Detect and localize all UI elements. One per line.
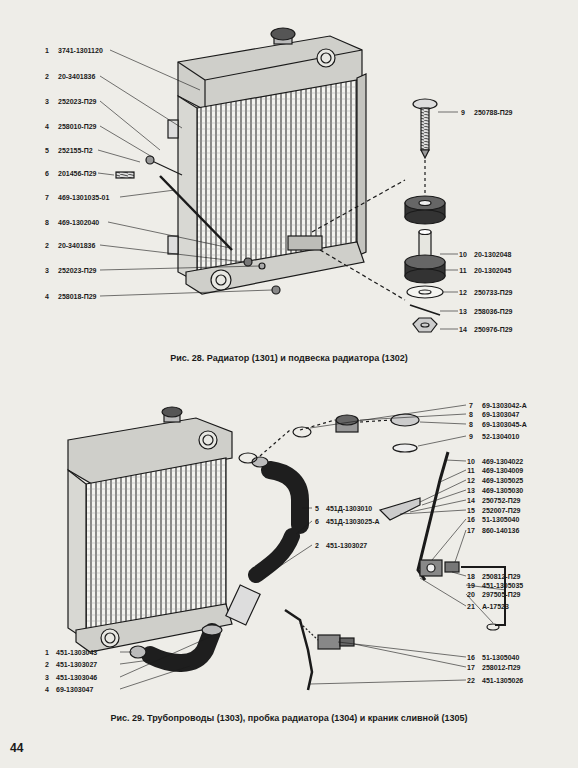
part-number: 250976-П29 (474, 326, 513, 333)
figure-caption: Рис. 29. Трубопроводы (1303), пробка рад… (110, 714, 467, 723)
part-number: 258018-П29 (58, 293, 97, 300)
part-number: 451-1305035 (482, 582, 523, 589)
part-number: 469-1302040 (58, 219, 99, 226)
part-number: 69-1303047 (56, 686, 93, 693)
part-number: 20-3401836 (58, 73, 95, 80)
part-number: 469-1305025 (482, 477, 523, 484)
part-number: 250812-П29 (482, 573, 521, 580)
callout-number: 1 (45, 47, 49, 54)
callout-number: 4 (45, 686, 49, 693)
part-number: 451-1303027 (56, 661, 97, 668)
callout-number: 16 (467, 654, 475, 661)
callout-number: 8 (469, 421, 473, 428)
part-number: 250733-П29 (474, 289, 513, 296)
callout-number: 8 (45, 219, 49, 226)
callout-number: 21 (467, 603, 475, 610)
part-number: 252155-П2 (58, 147, 93, 154)
part-number: 258012-П29 (482, 664, 521, 671)
callout-number: 14 (459, 326, 467, 333)
callout-number: 7 (469, 402, 473, 409)
part-number: 469-1301035-01 (58, 194, 109, 201)
part-number: 860-140136 (482, 527, 519, 534)
callout-number: 14 (467, 497, 475, 504)
callout-number: 6 (45, 170, 49, 177)
callout-number: 19 (467, 582, 475, 589)
part-number: 252007-П29 (482, 507, 521, 514)
part-number: 69-1303047 (482, 411, 519, 418)
callout-number: 9 (469, 433, 473, 440)
callout-number: 11 (459, 267, 466, 274)
callout-number: 17 (467, 664, 475, 671)
part-number: 469-1305030 (482, 487, 523, 494)
callout-number: 3 (45, 674, 49, 681)
callout-number: 1 (45, 649, 49, 656)
callout-number: 20 (467, 591, 475, 598)
part-number: 20-1302045 (474, 267, 511, 274)
part-number: 451-1303027 (326, 542, 367, 549)
callout-number: 9 (461, 109, 465, 116)
part-number: 69-1303042-А (482, 402, 527, 409)
part-number: 250788-П29 (474, 109, 513, 116)
callout-number: 3 (45, 98, 49, 105)
part-number: 52-1304010 (482, 433, 519, 440)
part-number: 250752-П29 (482, 497, 521, 504)
part-number: 451-1303043 (56, 649, 97, 656)
part-number: 20-3401836 (58, 242, 95, 249)
part-number: 258036-П29 (474, 308, 513, 315)
callout-number: 10 (459, 251, 467, 258)
callout-number: 12 (467, 477, 475, 484)
callout-number: 13 (467, 487, 475, 494)
figure-caption: Рис. 28. Радиатор (1301) и подвеска ради… (170, 354, 407, 363)
part-number: 252023-П29 (58, 98, 97, 105)
part-number: 51-1305040 (482, 516, 519, 523)
callout-number: 4 (45, 123, 49, 130)
part-number: 451Д-1303010 (326, 505, 372, 512)
part-number: 201456-П29 (58, 170, 97, 177)
callout-number: 2 (45, 242, 49, 249)
part-number: 51-1305040 (482, 654, 519, 661)
callout-number: 3 (45, 267, 49, 274)
callout-number: 18 (467, 573, 475, 580)
callout-number: 22 (467, 677, 475, 684)
callout-number: 17 (467, 527, 475, 534)
callout-number: 5 (45, 147, 49, 154)
callout-number: 2 (315, 542, 319, 549)
callout-number: 10 (467, 458, 475, 465)
callout-number: 13 (459, 308, 467, 315)
callout-number: 6 (315, 518, 319, 525)
callout-number: 12 (459, 289, 467, 296)
callout-number: 4 (45, 293, 49, 300)
part-number: 20-1302048 (474, 251, 511, 258)
part-number: 451-1305026 (482, 677, 523, 684)
part-number: 252023-П29 (58, 267, 97, 274)
part-number: 451Д-1303025-А (326, 518, 380, 525)
part-number: 451-1303046 (56, 674, 97, 681)
callout-number: 11 (467, 467, 474, 474)
callout-number: 16 (467, 516, 475, 523)
part-number: 3741-1301120 (58, 47, 103, 54)
part-number: 469-1304022 (482, 458, 523, 465)
callout-number: 15 (467, 507, 475, 514)
part-number: 258010-П29 (58, 123, 97, 130)
callout-number: 2 (45, 73, 49, 80)
part-number: А-17523 (482, 603, 509, 610)
callout-number: 2 (45, 661, 49, 668)
part-number: 69-1303045-А (482, 421, 527, 428)
part-number: 297505-П29 (482, 591, 521, 598)
callout-number: 8 (469, 411, 473, 418)
part-number: 469-1304009 (482, 467, 523, 474)
callout-number: 7 (45, 194, 49, 201)
callout-number: 5 (315, 505, 319, 512)
page-number: 44 (10, 742, 23, 754)
